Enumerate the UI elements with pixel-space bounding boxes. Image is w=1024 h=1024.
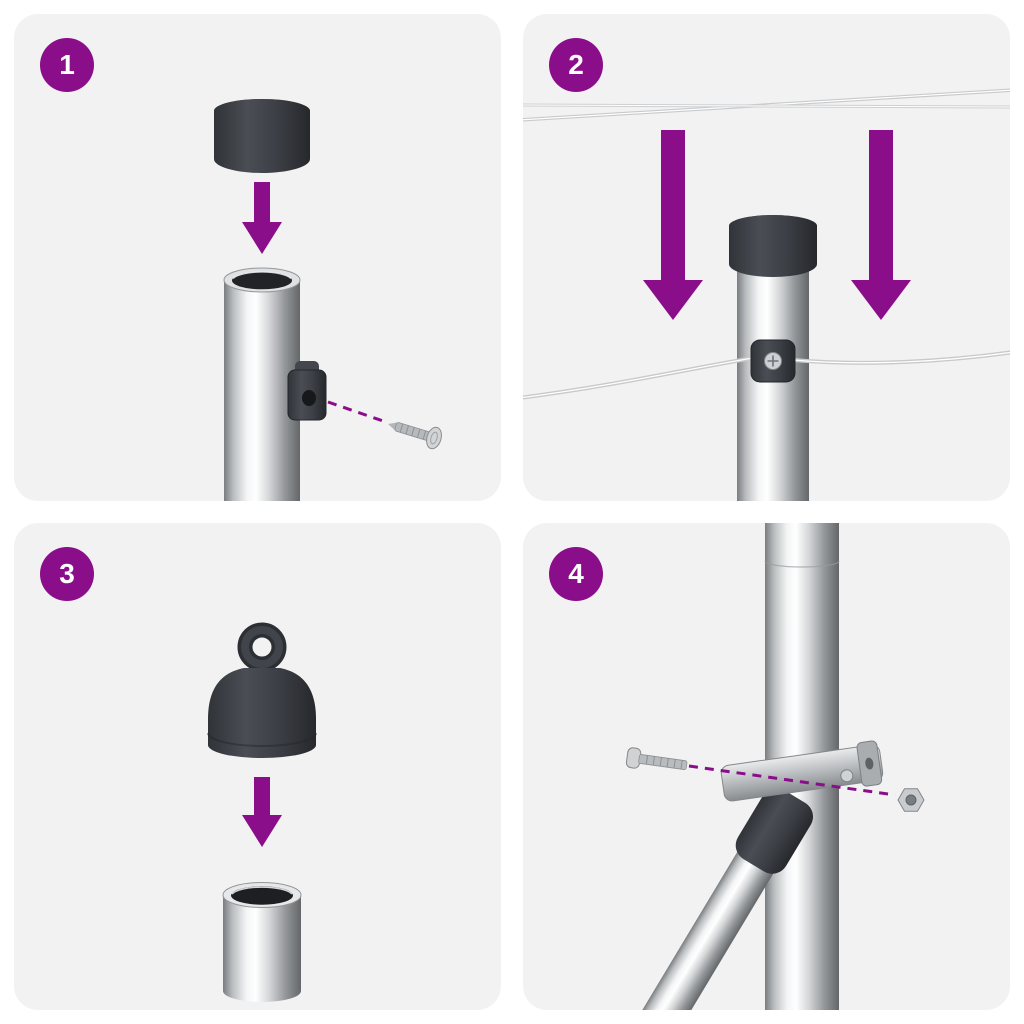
post-cap	[214, 99, 310, 173]
step-2-illustration	[523, 88, 1010, 501]
post-seam	[764, 560, 840, 568]
pipe-clamp	[720, 740, 884, 802]
eye-cap	[207, 622, 317, 758]
step-number-badge: 4	[549, 547, 603, 601]
arrow-down-icon	[851, 130, 911, 320]
step-number: 1	[59, 49, 75, 80]
assembly-guide-line	[688, 764, 896, 797]
step-4-illustration	[625, 523, 925, 1010]
post	[222, 882, 302, 1002]
step-3-illustration	[207, 622, 317, 1002]
brace-connector	[735, 788, 814, 874]
step-3-panel: 3	[14, 523, 501, 1010]
nut-icon	[897, 788, 925, 812]
wire-clamp	[287, 361, 327, 421]
upper-wire	[523, 88, 1010, 122]
step-number-badge: 1	[40, 38, 94, 92]
screw-icon	[388, 422, 442, 450]
step-1-illustration	[214, 99, 442, 501]
post-cap	[729, 215, 817, 277]
lower-wire	[523, 350, 1010, 400]
step-number-badge: 2	[549, 38, 603, 92]
brace-tube	[625, 788, 814, 1010]
step-number: 3	[59, 558, 75, 589]
step-4-panel: 4	[523, 523, 1010, 1010]
arrow-down-icon	[643, 130, 703, 320]
step-number: 4	[568, 558, 584, 589]
step-number-badge: 3	[40, 547, 94, 601]
arrow-down-icon	[242, 182, 282, 254]
post	[223, 267, 301, 501]
step-number: 2	[568, 49, 584, 80]
bolt-icon	[625, 747, 688, 770]
wire-clamp	[750, 339, 796, 383]
arrow-down-icon	[242, 777, 282, 847]
assembly-guide-line	[327, 400, 387, 424]
step-1-panel: 1	[14, 14, 501, 501]
step-2-panel: 2	[523, 14, 1010, 501]
